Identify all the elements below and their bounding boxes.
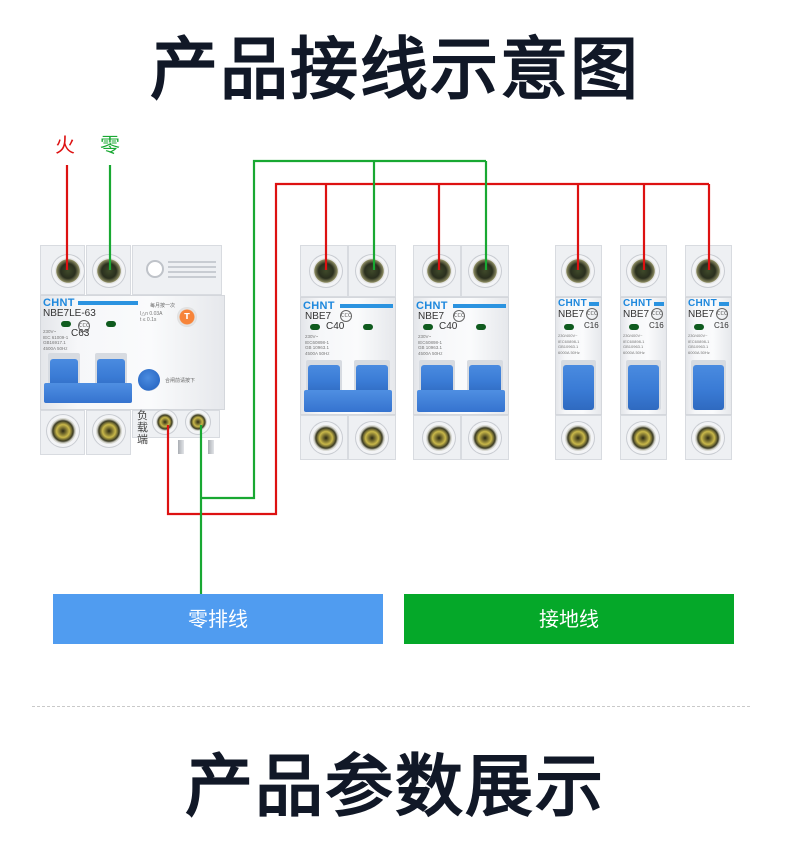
status-led [106,321,116,327]
ccc-mark-icon: CCC [651,308,663,320]
ccc-mark-icon: CCC [716,308,728,320]
load-terminal-label: 负载端 [137,409,148,446]
model-label: NBE7 [558,309,585,320]
screw-icon [426,425,452,451]
brand-logo: CHNT [623,298,652,309]
screw-icon [96,258,122,284]
model-label: NBE7LE-63 [43,308,96,319]
toggle-handle[interactable] [693,365,724,410]
brand-logo: CHNT [688,298,717,309]
screw-icon [359,258,385,284]
test-button[interactable]: T [177,307,197,327]
spec-text: 230/400V~ IEC60898-1 GB10963.1 6000A 50H… [688,333,710,355]
brand-strip [654,302,664,306]
status-led [629,324,639,330]
screw-icon [472,258,498,284]
section-title: 产品参数展示 [184,747,605,827]
rcbo-breaker: CHNT NBE7LE-63 CCC C63 230V~ IEC 61009-1… [40,245,225,460]
rating-label: C63 [71,328,90,339]
mounting-pin [178,440,184,454]
screw-icon [313,258,339,284]
live-wire-label: 火 [55,133,75,157]
brand-logo: CHNT [558,298,587,309]
vent [168,276,216,278]
brand-strip [589,302,599,306]
toggle-handle[interactable] [628,365,659,410]
status-led [476,324,486,330]
screw-icon [189,413,207,431]
reset-button[interactable] [138,369,160,391]
toggle-handle[interactable] [563,365,594,410]
spec-text: 230V~ IEC60898-1 GB 10963.1 4500A 50Hz [418,334,443,356]
screw-icon [695,425,721,451]
indicator-window [146,260,164,278]
ccc-mark-icon: CCC [78,320,90,332]
spec-text: 230V~ IEC 61009-1 GB16917.1 4500A 50Hz [43,329,69,351]
vent [168,271,216,273]
screw-icon [50,418,76,444]
test-note: 每月按一次 [150,303,176,309]
rcbo-bottom-terminal [40,410,85,455]
screw-icon [472,425,498,451]
spec-text: 230/400V~ IEC60898-1 GB10963.1 6000A 50H… [623,333,645,355]
leakage-spec: I△n 0.03A t ≤ 0.1s [140,311,163,323]
screw-icon [426,258,452,284]
screw-icon [96,418,122,444]
ground-wire-bar: 接地线 [404,594,734,644]
rating-label: C16 [649,321,664,330]
screw-icon [359,425,385,451]
model-label: NBE7 [688,309,715,320]
breaker-1p: CHNT NBE7 CCC C16 230/400V~ IEC60898-1 G… [555,245,602,460]
spec-text: 230V~ IEC60898-1 GB 10963.1 4500A 50Hz [305,334,330,356]
status-led [363,324,373,330]
rating-label: C40 [326,321,345,332]
spec-text: 230/400V~ IEC60898-1 GB10963.1 6000A 50H… [558,333,580,355]
status-led [61,321,71,327]
status-led [310,324,320,330]
model-label: NBE7 [623,309,650,320]
screw-icon [695,258,721,284]
toggle-handle-bar[interactable] [417,390,505,412]
brand-strip [340,304,393,308]
screw-icon [156,413,174,431]
screw-icon [313,425,339,451]
screw-icon [55,258,81,284]
rating-label: C40 [439,321,458,332]
toggle-handle-bar[interactable] [304,390,392,412]
rcbo-bottom-terminal [86,410,131,455]
neutral-wire-label: 零 [100,133,120,157]
toggle-handle-bar[interactable] [44,383,132,403]
brand-strip [78,301,138,305]
rating-label: C16 [714,321,729,330]
screw-icon [565,258,591,284]
ccc-mark-icon: CCC [586,308,598,320]
section-divider [32,706,750,707]
vent [168,266,216,268]
breaker-2p: CHNT NBE7 CCC C40 230V~ IEC60898-1 GB 10… [300,245,396,460]
status-led [694,324,704,330]
breaker-1p: CHNT NBE7 CCC C16 230/400V~ IEC60898-1 G… [620,245,667,460]
page-title: 产品接线示意图 [149,30,640,110]
rating-label: C16 [584,321,599,330]
screw-icon [565,425,591,451]
brand-logo: CHNT [43,297,75,309]
vent [168,261,216,263]
breaker-1p: CHNT NBE7 CCC C16 230/400V~ IEC60898-1 G… [685,245,732,460]
brand-strip [719,302,729,306]
status-led [423,324,433,330]
breaker-2p: CHNT NBE7 CCC C40 230V~ IEC60898-1 GB 10… [413,245,509,460]
screw-icon [630,258,656,284]
screw-icon [630,425,656,451]
mounting-pin [208,440,214,454]
brand-strip [453,304,506,308]
status-led [564,324,574,330]
reset-note: 合闸前请按下 [165,378,196,384]
neutral-bus-bar: 零排线 [53,594,383,644]
